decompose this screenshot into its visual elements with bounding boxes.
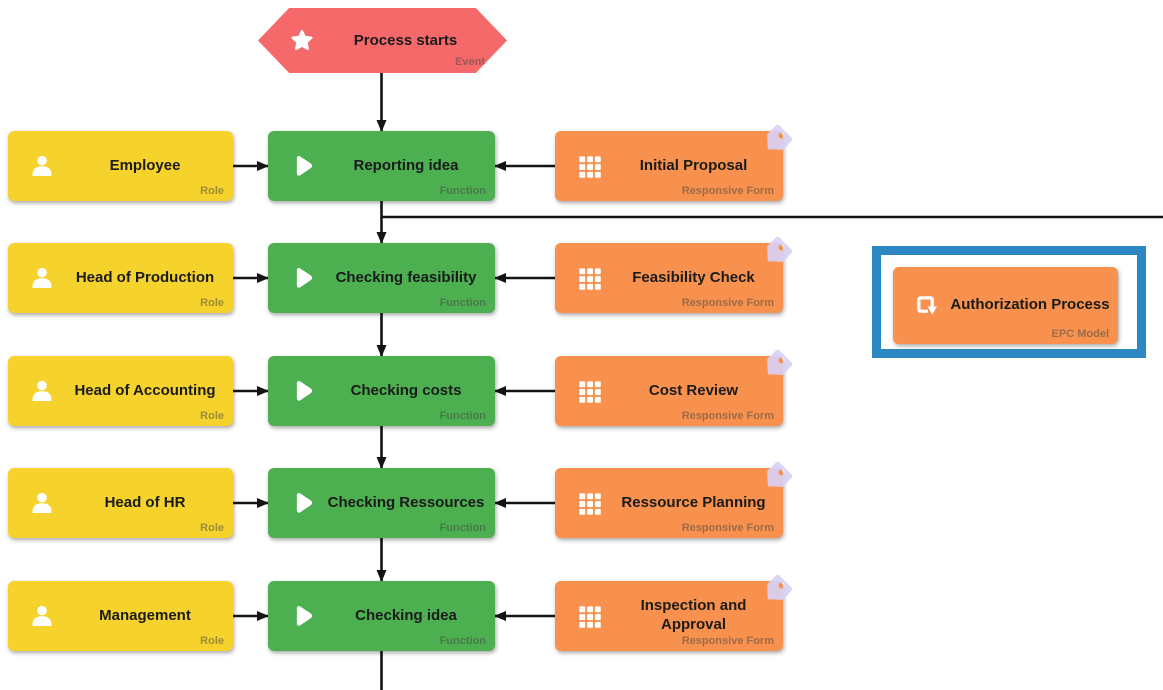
tag-icon (754, 342, 799, 387)
node-type-label: Role (200, 185, 224, 197)
node-label: Checking feasibility (335, 268, 477, 286)
node-type-label: Role (200, 297, 224, 309)
node-label: Feasibility Check (632, 268, 755, 286)
play-icon (287, 376, 317, 406)
node-label: Checking Ressources (327, 493, 485, 511)
node-type-label: Function (439, 522, 486, 534)
node-type-label: Role (200, 410, 224, 422)
person-icon (27, 376, 57, 406)
grid-icon (574, 151, 604, 181)
play-icon (287, 151, 317, 181)
node-type-label: Event (455, 56, 485, 68)
subprocess-icon (912, 291, 942, 321)
node-type-label: Function (439, 297, 486, 309)
node-type-label: Responsive Form (681, 635, 774, 647)
node-label: Checking costs (350, 381, 462, 399)
grid-icon (574, 601, 604, 631)
grid-icon (574, 376, 604, 406)
node-label: Inspection and Approval (640, 597, 747, 633)
tag-icon (754, 229, 799, 274)
node-type-label: Role (200, 522, 224, 534)
node-type-label: EPC Model (1051, 328, 1109, 340)
node-type-label: Responsive Form (681, 297, 774, 309)
node-label: Management (99, 606, 191, 624)
node-label: Initial Proposal (639, 156, 748, 174)
node-label: Authorization Process (950, 296, 1110, 314)
person-icon (27, 263, 57, 293)
node-label: Ressource Planning (621, 493, 766, 511)
tag-icon (754, 117, 799, 162)
tag-icon (754, 454, 799, 499)
node-type-label: Responsive Form (681, 410, 774, 422)
node-type-label: Function (439, 185, 486, 197)
person-icon (27, 151, 57, 181)
node-type-label: Responsive Form (681, 522, 774, 534)
play-icon (287, 601, 317, 631)
person-icon (27, 488, 57, 518)
grid-icon (574, 263, 604, 293)
node-label: Cost Review (648, 381, 739, 399)
play-icon (287, 263, 317, 293)
node-type-label: Function (439, 410, 486, 422)
star-icon (288, 27, 316, 55)
tag-icon (754, 567, 799, 612)
node-label: Process starts (353, 32, 458, 49)
node-type-label: Responsive Form (681, 185, 774, 197)
node-label: Employee (109, 156, 181, 174)
role-node-3[interactable]: Head of HR Role (8, 468, 233, 538)
node-label: Head of HR (104, 493, 186, 511)
node-label: Head of Accounting (74, 381, 216, 399)
node-label: Reporting idea (353, 156, 459, 174)
node-type-label: Function (439, 635, 486, 647)
person-icon (27, 601, 57, 631)
node-label: Checking idea (355, 606, 457, 624)
node-label: Head of Production (75, 268, 215, 286)
play-icon (287, 488, 317, 518)
node-type-label: Role (200, 635, 224, 647)
grid-icon (574, 488, 604, 518)
